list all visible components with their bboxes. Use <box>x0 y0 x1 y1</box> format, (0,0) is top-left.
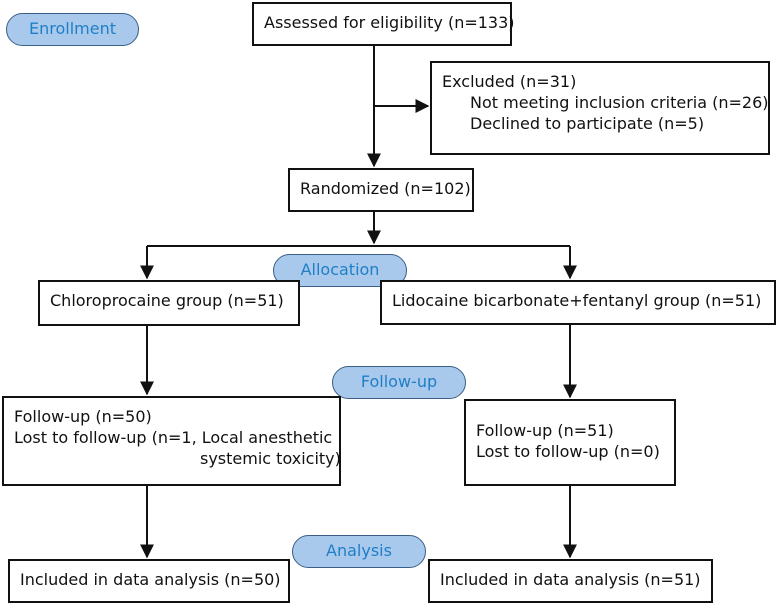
chloroprocaine-follow-up-box: Follow-up (n=50) Lost to follow-up (n=1,… <box>2 396 341 486</box>
stage-follow-up: Follow-up <box>332 366 466 399</box>
analysis-count: Included in data analysis (n=51) <box>440 570 701 589</box>
analysis-count: Included in data analysis (n=50) <box>20 570 281 589</box>
excluded-reason: Declined to participate (n=5) <box>470 114 705 133</box>
stage-analysis: Analysis <box>292 535 426 568</box>
lidocaine-group-box: Lidocaine bicarbonate+fentanyl group (n=… <box>380 280 776 325</box>
chloroprocaine-analysis-box: Included in data analysis (n=50) <box>8 559 290 603</box>
randomized-label: Randomized (n=102) <box>300 179 471 198</box>
lost-to-follow-up-reason: systemic toxicity) <box>200 449 341 468</box>
follow-up-count: Follow-up (n=50) <box>14 407 152 426</box>
lost-to-follow-up: Lost to follow-up (n=1, Local anesthetic <box>14 428 333 447</box>
assessed-label: Assessed for eligibility (n=133) <box>264 13 515 32</box>
assessed-box: Assessed for eligibility (n=133) <box>252 2 515 46</box>
group-name: Lidocaine bicarbonate+fentanyl group (n=… <box>392 291 762 310</box>
lidocaine-follow-up-box: Follow-up (n=51) Lost to follow-up (n=0) <box>464 399 676 486</box>
group-name: Chloroprocaine group (n=51) <box>50 291 284 310</box>
lidocaine-analysis-box: Included in data analysis (n=51) <box>428 559 713 603</box>
stage-enrollment: Enrollment <box>6 13 139 46</box>
excluded-box: Excluded (n=31) Not meeting inclusion cr… <box>430 61 770 155</box>
randomized-box: Randomized (n=102) <box>288 168 474 212</box>
chloroprocaine-group-box: Chloroprocaine group (n=51) <box>38 280 300 326</box>
excluded-reason: Not meeting inclusion criteria (n=26) <box>470 93 769 112</box>
lost-to-follow-up: Lost to follow-up (n=0) <box>476 442 660 461</box>
follow-up-count: Follow-up (n=51) <box>476 421 614 440</box>
excluded-title: Excluded (n=31) <box>442 72 577 91</box>
